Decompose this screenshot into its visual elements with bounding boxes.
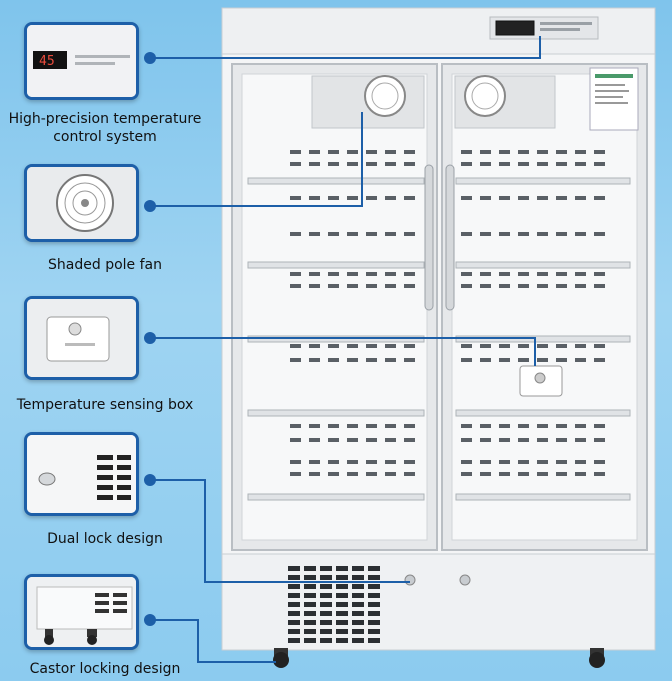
temperature-display-icon: 45 <box>27 25 136 97</box>
feature-caption-lock: Dual lock design <box>47 531 163 547</box>
feature-caption-temperature: High-precision temperature control syste… <box>0 110 210 146</box>
sensor-box-icon <box>27 299 136 377</box>
castor-icon <box>27 577 136 647</box>
caption-line: High-precision temperature <box>8 111 202 127</box>
feature-thumb-castor <box>24 574 139 650</box>
fan-icon <box>27 167 136 239</box>
lock-icon <box>27 435 136 513</box>
feature-thumb-temperature: 45 <box>24 22 139 100</box>
feature-caption-sensor: Temperature sensing box <box>16 397 194 413</box>
feature-caption-castor: Castor locking design <box>29 661 181 677</box>
caption-line: control system <box>53 129 157 145</box>
temperature-display-icon <box>489 16 599 40</box>
display-readout: 45 <box>39 54 55 69</box>
feature-thumb-sensor <box>24 296 139 380</box>
feature-thumb-lock <box>24 432 139 516</box>
feature-thumb-fan <box>24 164 139 242</box>
feature-caption-fan: Shaded pole fan <box>48 257 162 273</box>
